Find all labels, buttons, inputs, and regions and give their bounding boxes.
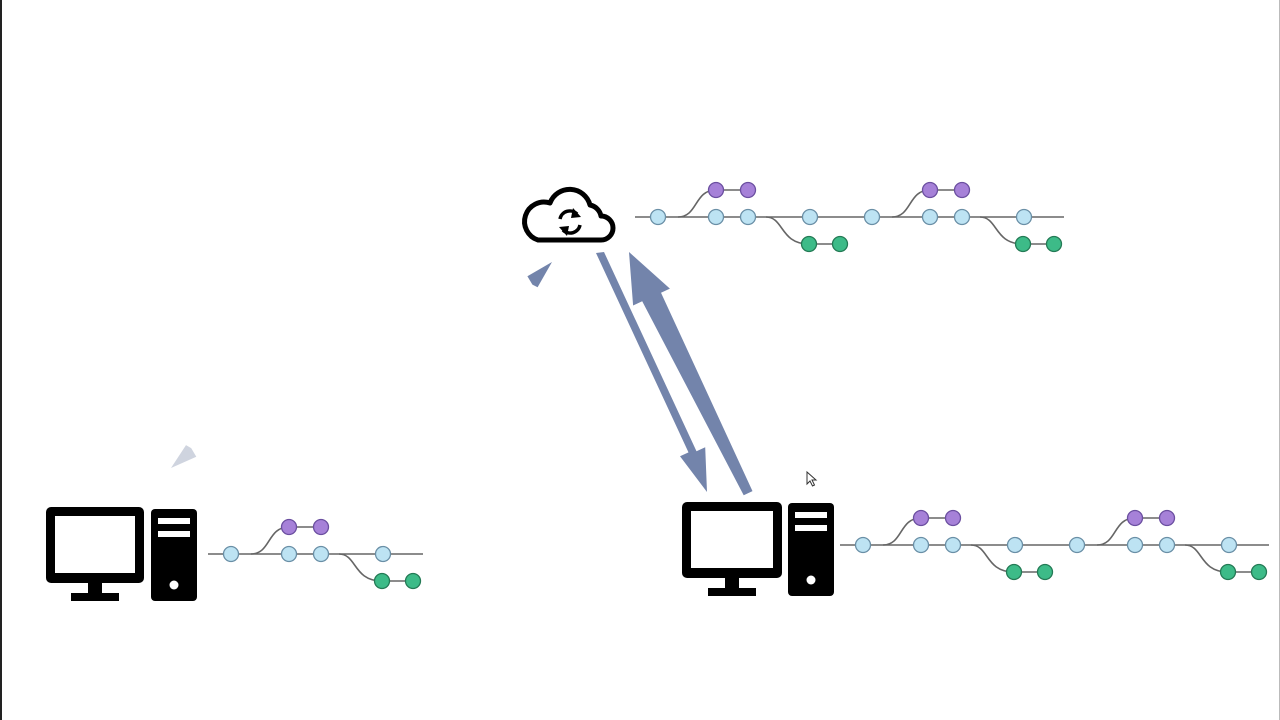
main-commit-node (863, 208, 881, 226)
feature-commit-node (1158, 509, 1176, 527)
main-commit-node (1015, 208, 1033, 226)
hotfix-commit-node (1045, 235, 1063, 253)
hotfix-commit-node (1250, 563, 1268, 581)
sync-arrowhead-top (571, 208, 581, 218)
hotfix-commit-node (1219, 563, 1237, 581)
feature-commit-node (312, 518, 330, 536)
hotfix-commit-node (404, 572, 422, 590)
main-commit-node (921, 208, 939, 226)
main-commit-node (944, 536, 962, 554)
feature-commit-node (921, 181, 939, 199)
desktop-computer-icon (682, 502, 834, 596)
tower-drive-1 (158, 518, 190, 524)
main-commit-node (280, 545, 298, 563)
main-commit-node (707, 208, 725, 226)
main-commit-node (854, 536, 872, 554)
frame-edge-left (0, 0, 2, 720)
hotfix-commit-node (1005, 563, 1023, 581)
cloud-sync-icon (522, 186, 616, 243)
monitor-neck (88, 583, 102, 593)
main-commit-node (953, 208, 971, 226)
commit-history-remote (635, 181, 1064, 253)
connections (171, 250, 753, 496)
main-commit-node (739, 208, 757, 226)
main-commit-node (649, 208, 667, 226)
main-commit-node (1006, 536, 1024, 554)
tower-drive-2 (795, 525, 827, 531)
feature-commit-node (280, 518, 298, 536)
arrow-remote-to-left (171, 250, 514, 468)
monitor-neck (725, 578, 739, 588)
hotfix-commit-node (831, 235, 849, 253)
monitor-base (71, 593, 119, 601)
tower-drive-1 (795, 512, 827, 518)
tower-power-button (169, 580, 179, 590)
tower-power-button (806, 575, 816, 585)
main-commit-node (1158, 536, 1176, 554)
monitor-base (708, 588, 756, 596)
hotfix-commit-node (1036, 563, 1054, 581)
feature-commit-node (912, 509, 930, 527)
mouse-pointer-icon (806, 470, 818, 487)
hotfix-commit-node (800, 235, 818, 253)
feature-commit-node (707, 181, 725, 199)
commit-history-left (208, 518, 423, 590)
main-commit-node (801, 208, 819, 226)
main-commit-node (1126, 536, 1144, 554)
tower-drive-2 (158, 531, 190, 537)
main-commit-node (222, 545, 240, 563)
cursor-arrow (806, 470, 818, 487)
main-commit-node (1220, 536, 1238, 554)
feature-commit-node (953, 181, 971, 199)
commit-history-right (840, 509, 1269, 581)
feature-commit-node (739, 181, 757, 199)
main-commit-node (1068, 536, 1086, 554)
main-commit-node (912, 536, 930, 554)
feature-commit-node (944, 509, 962, 527)
cloud-outline (522, 186, 616, 243)
arrow-remote-to-right (596, 252, 707, 492)
main-commit-node (312, 545, 330, 563)
hotfix-commit-node (373, 572, 391, 590)
main-commit-node (374, 545, 392, 563)
arrow-right-to-remote (629, 252, 753, 496)
feature-commit-node (1126, 509, 1144, 527)
hotfix-commit-node (1014, 235, 1032, 253)
desktop-computer-icon (46, 507, 197, 601)
monitor-screen (55, 516, 135, 573)
arrow-left-to-remote (206, 262, 552, 493)
sync-arrowhead-bottom (559, 226, 569, 236)
monitor-screen (691, 511, 773, 568)
